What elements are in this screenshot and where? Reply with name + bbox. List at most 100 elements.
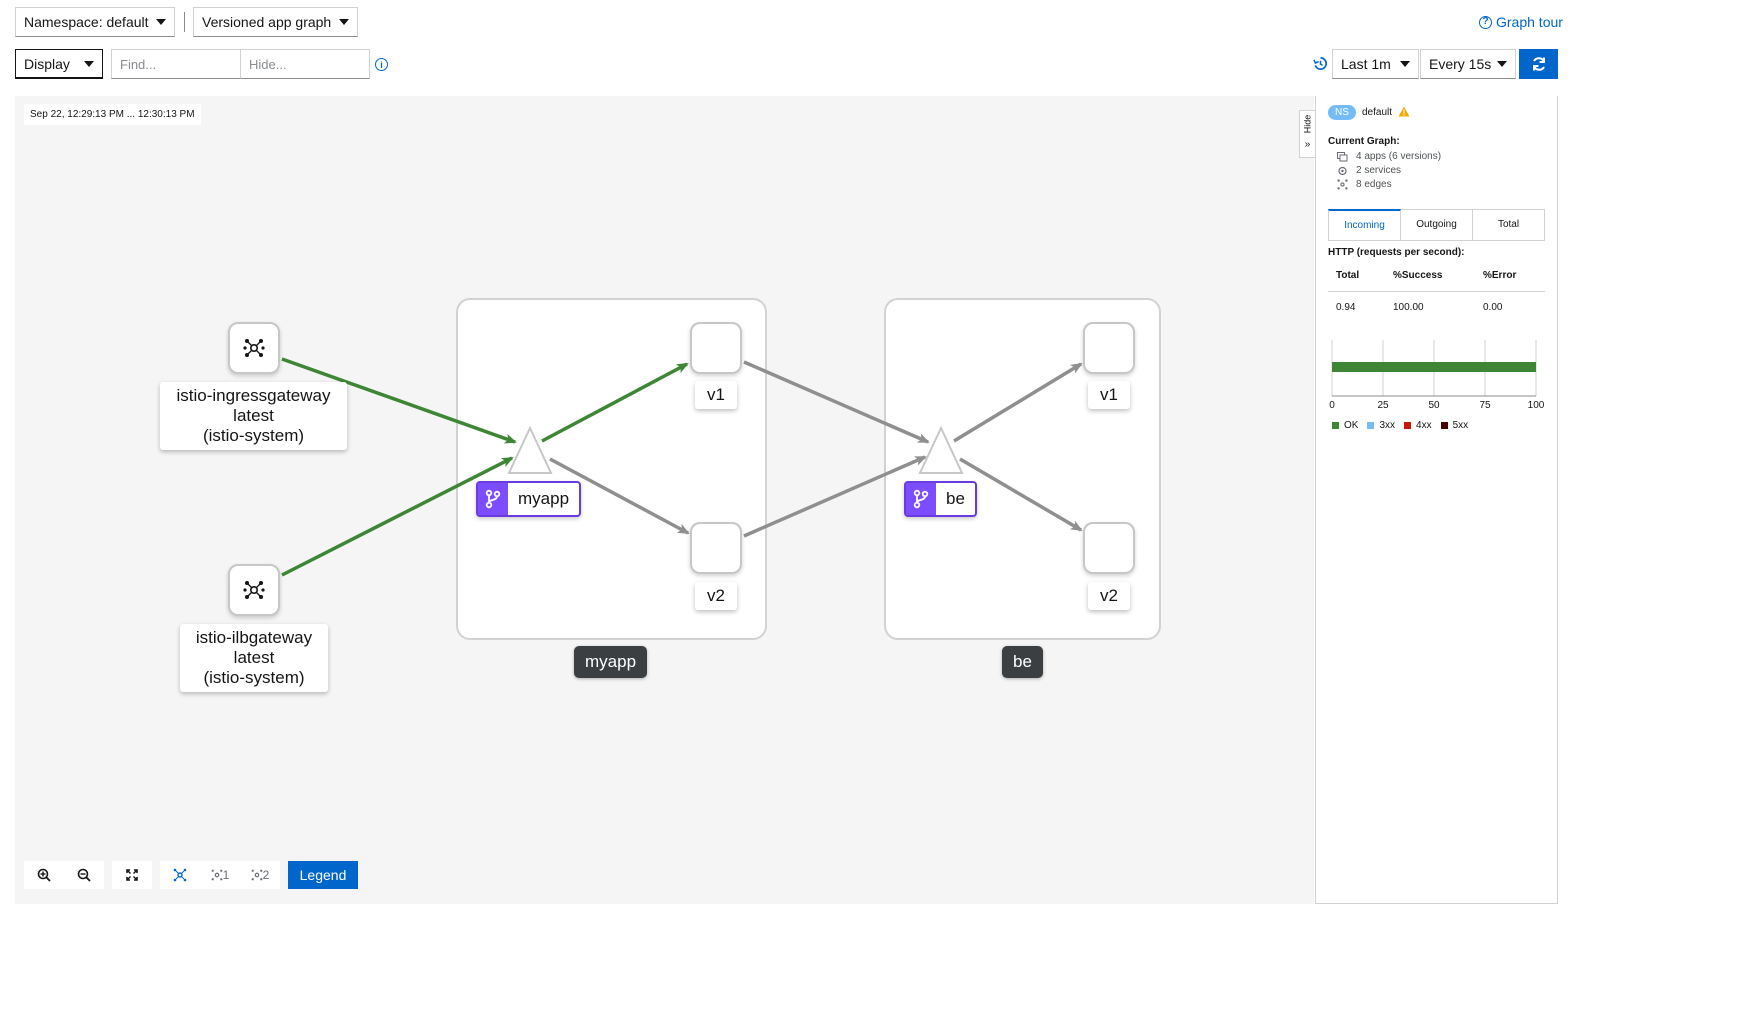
legend-swatch (1332, 422, 1339, 429)
branch-icon (906, 483, 936, 515)
gateway-version: latest (233, 648, 275, 667)
help-icon: ? (1479, 15, 1492, 29)
version-label: v1 (1088, 381, 1130, 409)
info-icon[interactable]: i (375, 58, 388, 71)
app-box-label-be: be (1002, 646, 1043, 678)
legend-label: 5xx (1452, 420, 1469, 431)
hide-label: Hide (1302, 114, 1313, 133)
chevron-down-icon (339, 19, 349, 25)
topology-icon (211, 869, 223, 881)
ok-bar (1332, 362, 1536, 372)
zoom-to-fit-button[interactable] (112, 861, 152, 889)
apps-row: 4 apps (6 versions) (1337, 151, 1441, 162)
legend-item: 5xx (1440, 420, 1469, 431)
edge-v1-be[interactable] (743, 360, 930, 444)
namespace-name[interactable]: default (1362, 107, 1393, 118)
graph-type-dropdown[interactable]: Versioned app graph (193, 7, 358, 37)
chart-tick-label: 0 (1329, 400, 1335, 411)
table-header-error: %Error (1483, 270, 1517, 281)
refresh-interval-dropdown[interactable]: Every 15s (1420, 49, 1516, 79)
services-row: 2 services (1337, 165, 1401, 176)
table-cell-total: 0.94 (1336, 302, 1356, 313)
layout-2-button[interactable]: 2 (240, 861, 280, 889)
duration-dropdown[interactable]: Last 1m (1332, 49, 1419, 79)
legend-button[interactable]: Legend (288, 861, 358, 889)
refresh-button[interactable] (1519, 49, 1558, 79)
find-placeholder: Find... (120, 57, 157, 72)
graph-timestamp: Sep 22, 12:29:13 PM ... 12:30:13 PM (24, 104, 201, 125)
branch-icon (478, 483, 508, 515)
edge-v2-be[interactable] (743, 455, 927, 538)
divider (184, 12, 185, 32)
gateway-name: istio-ilbgateway (195, 628, 313, 647)
zoom-out-icon (77, 868, 91, 882)
tab-outgoing[interactable]: Outgoing (1401, 209, 1473, 240)
table-cell-success: 100.00 (1393, 302, 1424, 313)
zoom-out-button[interactable] (64, 861, 104, 889)
layout-group: 1 2 (160, 861, 280, 889)
app-box-label-myapp: myapp (574, 646, 648, 678)
service-node-be[interactable] (918, 425, 964, 474)
gateway-node-ingress[interactable] (228, 322, 280, 374)
service-node-myapp[interactable] (507, 425, 553, 474)
fit-group (112, 861, 152, 889)
service-name: myapp (518, 489, 570, 508)
tab-total[interactable]: Total (1473, 209, 1545, 240)
find-input[interactable]: Find... (111, 49, 241, 79)
display-dropdown[interactable]: Display (15, 49, 103, 79)
gateway-label-ingress: istio-ingressgateway latest (istio-syste… (160, 382, 347, 450)
history-icon (1313, 56, 1328, 76)
service-name: be (946, 489, 965, 508)
zoom-in-button[interactable] (24, 861, 64, 889)
legend-item: 4xx (1404, 420, 1432, 431)
service-label-be[interactable]: be (904, 481, 977, 517)
applications-icon (1337, 151, 1348, 161)
chevron-down-icon (84, 60, 94, 67)
layout-1-button[interactable]: 1 (200, 861, 240, 889)
chart-tick-label: 75 (1479, 400, 1491, 411)
topology-icon (1337, 179, 1348, 190)
double-chevron-right-icon: » (1304, 138, 1311, 150)
gateway-version: latest (233, 406, 274, 425)
graph-type-label: Versioned app graph (202, 14, 332, 30)
edge-myapp-v2[interactable] (549, 457, 690, 535)
hide-input[interactable]: Hide... (240, 49, 370, 79)
duration-label: Last 1m (1341, 56, 1391, 72)
layout-default-button[interactable] (160, 861, 200, 889)
zoom-in-icon (37, 868, 51, 882)
table-cell-error: 0.00 (1483, 302, 1503, 313)
hide-panel-tab[interactable]: Hide » (1299, 110, 1315, 158)
edge-ilb-myapp[interactable] (281, 456, 514, 577)
gateway-namespace: (istio-system) (202, 426, 305, 445)
edges-row: 8 edges (1337, 179, 1392, 190)
tab-incoming[interactable]: Incoming (1328, 209, 1401, 240)
workload-node-be-v2[interactable] (1083, 522, 1135, 574)
edges-count: 8 edges (1356, 179, 1392, 190)
http-title: HTTP (requests per second): (1328, 247, 1465, 258)
edge-ingress-myapp[interactable] (281, 357, 517, 444)
namespace-dropdown[interactable]: Namespace: default (15, 7, 175, 37)
workload-node-be-v1[interactable] (1083, 322, 1135, 374)
legend-label: 4xx (1416, 420, 1432, 431)
version-label: v1 (695, 381, 737, 409)
workload-node-myapp-v2[interactable] (690, 522, 742, 574)
edge-be-v2[interactable] (959, 457, 1083, 532)
edge-myapp-v1[interactable] (541, 362, 689, 443)
gateway-node-ilb[interactable] (228, 564, 280, 616)
topology-icon (251, 869, 263, 881)
display-dropdown-label: Display (24, 55, 70, 72)
edge-be-v1[interactable] (953, 362, 1083, 443)
hide-placeholder: Hide... (249, 57, 287, 72)
service-label-myapp[interactable]: myapp (476, 481, 582, 517)
workload-node-myapp-v1[interactable] (690, 322, 742, 374)
services-count: 2 services (1356, 165, 1402, 176)
graph-tour-link[interactable]: ? Graph tour (1479, 14, 1563, 30)
refresh-icon (1532, 57, 1545, 71)
namespace-dropdown-label: Namespace: default (24, 14, 149, 30)
legend-swatch (1404, 422, 1412, 429)
expand-icon (126, 869, 138, 881)
chevron-down-icon (1400, 61, 1410, 67)
